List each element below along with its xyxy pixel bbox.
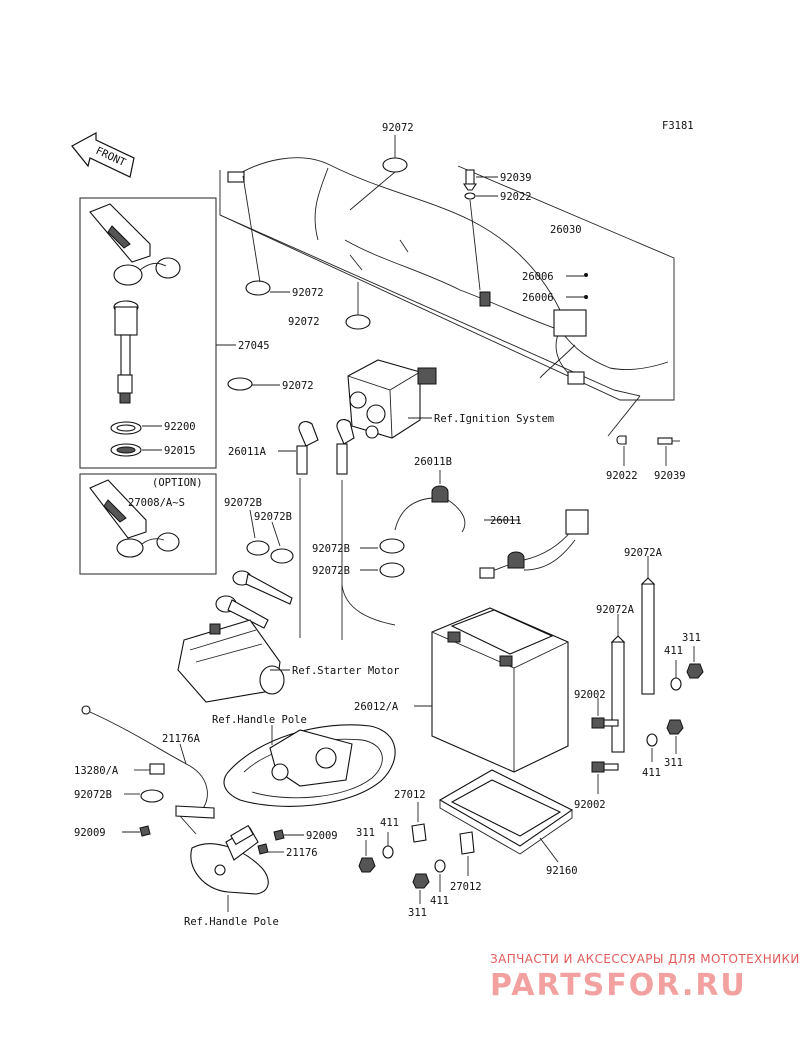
front-arrow-icon: FRONT bbox=[71, 131, 135, 178]
label-26030: 26030 bbox=[550, 224, 582, 236]
label-21176: 21176 bbox=[286, 847, 318, 859]
label-92072-coil: 92072 bbox=[282, 380, 314, 392]
label-92039-top: 92039 bbox=[500, 172, 532, 184]
figure-code: F3181 bbox=[662, 120, 694, 132]
label-92022-right: 92022 bbox=[606, 470, 638, 482]
label-ref-starter-motor: Ref.Starter Motor bbox=[292, 665, 399, 677]
label-26011: 26011 bbox=[490, 515, 522, 527]
ignition-coil-assembly bbox=[347, 359, 437, 439]
label-26011A: 26011A bbox=[228, 446, 267, 458]
wiring-harness-box bbox=[219, 165, 675, 401]
label-92072-top: 92072 bbox=[382, 122, 414, 134]
main-wiring-harness bbox=[227, 157, 669, 385]
label-27012-a: 27012 bbox=[394, 789, 426, 801]
label-92022-top: 92022 bbox=[500, 191, 532, 203]
label-92072B-b: 92072B bbox=[254, 511, 292, 523]
label-26006-b: 26006 bbox=[522, 292, 554, 304]
label-92072B-c: 92072B bbox=[312, 543, 350, 555]
label-27045: 27045 bbox=[238, 340, 270, 352]
label-92015: 92015 bbox=[164, 445, 196, 457]
clips-92072 bbox=[227, 157, 408, 391]
label-27012-b: 27012 bbox=[450, 881, 482, 893]
label-92160: 92160 bbox=[546, 865, 578, 877]
label-92072-left: 92072 bbox=[292, 287, 324, 299]
handle-pole-lower bbox=[190, 824, 269, 895]
option-switch-parts bbox=[89, 479, 180, 558]
label-92072-mid: 92072 bbox=[288, 316, 320, 328]
label-411-d: 411 bbox=[430, 895, 449, 907]
battery-cables bbox=[394, 485, 589, 579]
bolt-92039-right bbox=[616, 435, 680, 445]
label-92002-a: 92002 bbox=[574, 689, 606, 701]
label-311-c: 311 bbox=[356, 827, 375, 839]
bolts-and-nuts-right bbox=[591, 663, 704, 773]
starter-cables bbox=[215, 570, 293, 629]
label-311-b: 311 bbox=[664, 757, 683, 769]
screws-92009-21176 bbox=[257, 829, 285, 855]
label-21176A: 21176A bbox=[162, 733, 201, 745]
label-26011B: 26011B bbox=[414, 456, 452, 468]
battery-straps bbox=[610, 577, 656, 753]
screw-92009-left bbox=[139, 825, 151, 837]
label-ref-handle-pole-upper: Ref.Handle Pole bbox=[212, 714, 307, 726]
label-92039-right: 92039 bbox=[654, 470, 686, 482]
watermark-brand: PARTSFOR.RU bbox=[490, 968, 747, 1003]
label-411-a: 411 bbox=[664, 645, 683, 657]
clips-92072B-center bbox=[246, 538, 405, 578]
battery-tray bbox=[438, 769, 574, 855]
clip-92072B-lower bbox=[140, 789, 215, 819]
ignition-switch-group-box bbox=[79, 197, 217, 469]
handle-pole-upper bbox=[223, 724, 396, 807]
label-27008: 27008/A~S bbox=[128, 497, 185, 509]
label-92072A-a: 92072A bbox=[624, 547, 663, 559]
label-26006-a: 26006 bbox=[522, 271, 554, 283]
label-92009-left: 92009 bbox=[74, 827, 106, 839]
label-92009-center: 92009 bbox=[306, 830, 338, 842]
option-label: (OPTION) bbox=[152, 477, 203, 489]
label-92200: 92200 bbox=[164, 421, 196, 433]
label-411-c: 411 bbox=[380, 817, 399, 829]
watermark: ЗАПЧАСТИ И АКСЕССУАРЫ ДЛЯ МОТОТЕХНИКИ PA… bbox=[490, 952, 800, 1003]
label-ref-handle-pole-lower: Ref.Handle Pole bbox=[184, 916, 279, 928]
starter-motor bbox=[177, 619, 285, 703]
label-311-d: 311 bbox=[408, 907, 427, 919]
label-92072A-b: 92072A bbox=[596, 604, 635, 616]
label-ref-ignition-system: Ref.Ignition System bbox=[434, 413, 554, 425]
label-92072B-d: 92072B bbox=[312, 565, 350, 577]
part-labels: 92072 92039 92022 26030 26006 26006 9207… bbox=[74, 122, 701, 928]
option-box bbox=[79, 473, 217, 575]
label-26012: 26012/A bbox=[354, 701, 399, 713]
bolt-92039-top bbox=[462, 169, 478, 200]
label-13280: 13280/A bbox=[74, 765, 119, 777]
terminals-27012-and-nuts bbox=[358, 823, 475, 889]
label-311-a: 311 bbox=[682, 632, 701, 644]
label-92002-b: 92002 bbox=[574, 799, 606, 811]
label-92072B-left: 92072B bbox=[74, 789, 112, 801]
ignition-switch-parts bbox=[89, 203, 181, 457]
label-92072B-a: 92072B bbox=[224, 497, 262, 509]
label-411-b: 411 bbox=[642, 767, 661, 779]
spark-plug-caps-26011A bbox=[296, 419, 355, 475]
battery bbox=[431, 607, 569, 773]
watermark-tagline: ЗАПЧАСТИ И АКСЕССУАРЫ ДЛЯ МОТОТЕХНИКИ bbox=[490, 952, 800, 966]
